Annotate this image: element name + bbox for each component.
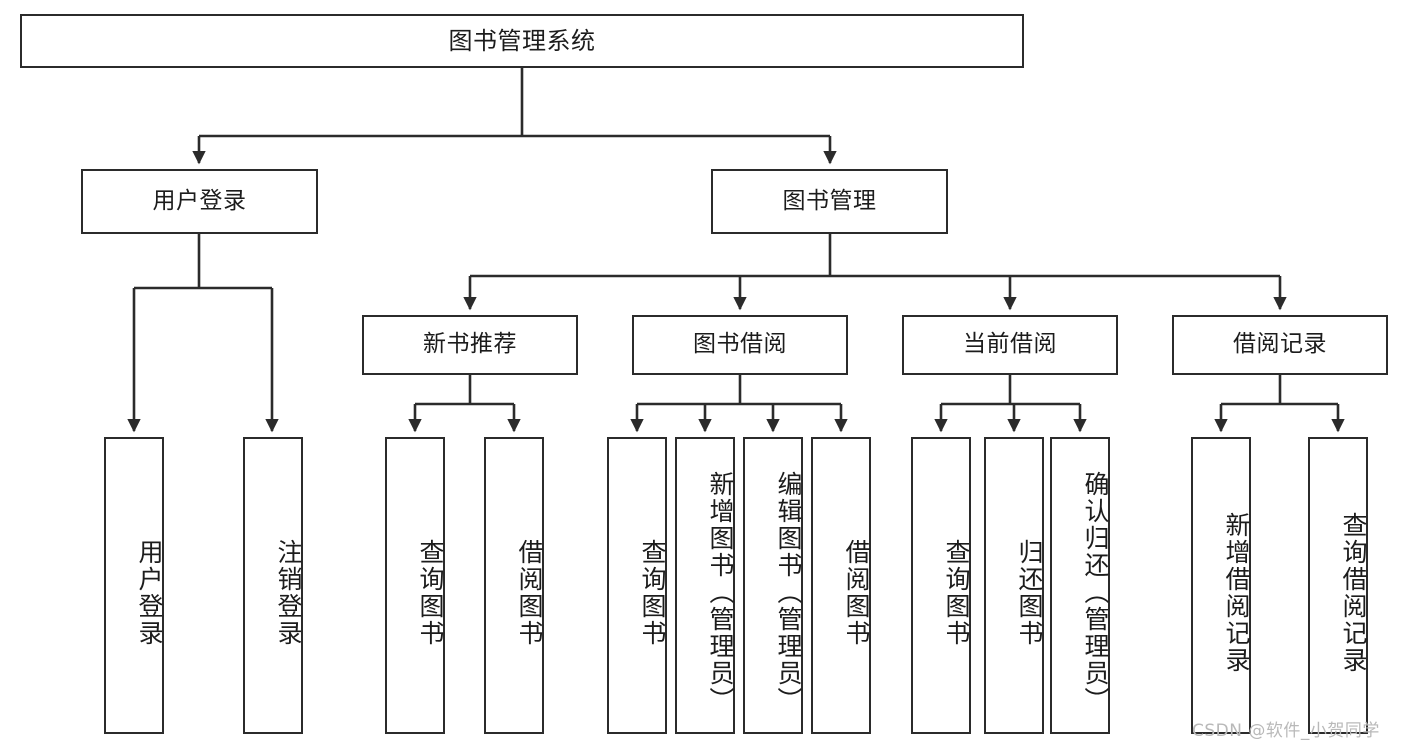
node-user-login[interactable]: 用户登录 <box>81 169 318 234</box>
node-user-login-label: 用户登录 <box>152 187 247 214</box>
node-new-book-rec[interactable]: 新书推荐 <box>362 315 578 375</box>
node-book-manage-label: 图书管理 <box>782 187 877 214</box>
node-leaf-query-record[interactable]: 查询借阅记录 <box>1308 437 1368 734</box>
node-new-book-rec-label: 新书推荐 <box>423 331 517 358</box>
node-leaf-edit-book[interactable]: 编辑图书（管理员） <box>743 437 803 734</box>
node-book-borrow-label: 图书借阅 <box>693 331 787 358</box>
node-leaf-borrow-book-label: 借阅图书 <box>842 538 871 647</box>
node-root[interactable]: 图书管理系统 <box>20 14 1024 68</box>
node-leaf-query-book-cur[interactable]: 查询图书 <box>911 437 971 734</box>
node-leaf-return-book-label: 归还图书 <box>1015 538 1044 647</box>
csdn-watermark: CSDN @软件_小贺同学 <box>1192 721 1380 741</box>
node-leaf-add-book[interactable]: 新增图书（管理员） <box>675 437 735 734</box>
node-leaf-logout-label: 注销登录 <box>274 538 303 647</box>
node-borrow-record-label: 借阅记录 <box>1233 331 1327 358</box>
node-root-label: 图书管理系统 <box>448 26 596 55</box>
node-leaf-query-book-borrow[interactable]: 查询图书 <box>607 437 667 734</box>
node-leaf-add-record[interactable]: 新增借阅记录 <box>1191 437 1251 734</box>
node-leaf-edit-book-label: 编辑图书（管理员） <box>774 471 803 714</box>
node-leaf-query-book-rec[interactable]: 查询图书 <box>385 437 445 734</box>
node-leaf-user-login[interactable]: 用户登录 <box>104 437 164 734</box>
node-leaf-add-record-label: 新增借阅记录 <box>1222 511 1251 674</box>
node-leaf-query-book-borrow-label: 查询图书 <box>638 538 667 647</box>
node-leaf-confirm-return-label: 确认归还（管理员） <box>1081 471 1110 714</box>
node-leaf-logout[interactable]: 注销登录 <box>243 437 303 734</box>
node-leaf-query-book-rec-label: 查询图书 <box>416 538 445 647</box>
node-leaf-return-book[interactable]: 归还图书 <box>984 437 1044 734</box>
node-book-borrow[interactable]: 图书借阅 <box>632 315 848 375</box>
node-leaf-query-book-cur-label: 查询图书 <box>942 538 971 647</box>
node-leaf-query-record-label: 查询借阅记录 <box>1339 511 1368 674</box>
node-book-manage[interactable]: 图书管理 <box>711 169 948 234</box>
node-leaf-borrow-book-rec-label: 借阅图书 <box>515 538 544 647</box>
node-current-borrow[interactable]: 当前借阅 <box>902 315 1118 375</box>
node-leaf-user-login-label: 用户登录 <box>135 538 164 647</box>
node-leaf-borrow-book[interactable]: 借阅图书 <box>811 437 871 734</box>
node-current-borrow-label: 当前借阅 <box>963 331 1057 358</box>
node-leaf-add-book-label: 新增图书（管理员） <box>706 471 735 714</box>
node-leaf-confirm-return[interactable]: 确认归还（管理员） <box>1050 437 1110 734</box>
node-borrow-record[interactable]: 借阅记录 <box>1172 315 1388 375</box>
node-leaf-borrow-book-rec[interactable]: 借阅图书 <box>484 437 544 734</box>
